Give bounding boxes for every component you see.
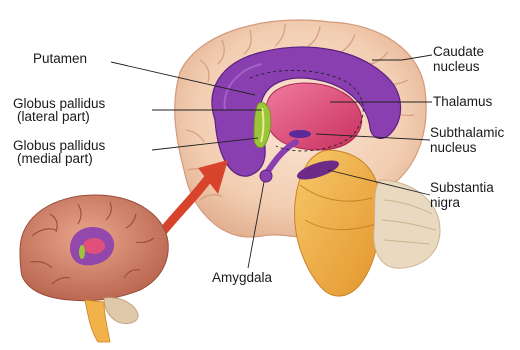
- label-amygdala: Amygdala: [212, 270, 273, 285]
- label-caudate: Caudate: [433, 44, 484, 59]
- label-subthalamic: Subthalamic: [430, 125, 505, 140]
- label-putamen: Putamen: [33, 51, 87, 66]
- label-thalamus: Thalamus: [433, 94, 493, 109]
- label-substantia-nigra: nigra: [430, 195, 461, 210]
- label-substantia: Substantia: [430, 180, 494, 195]
- small-brain: [20, 195, 168, 342]
- label-caudate-nucleus: nucleus: [433, 59, 480, 74]
- amygdala: [260, 170, 272, 182]
- label-globus-pallidus-lateral-part: (lateral part): [17, 109, 90, 124]
- label-globus-pallidus-medial-part: (medial part): [17, 151, 93, 166]
- label-subthalamic-nucleus: nucleus: [430, 140, 477, 155]
- subthalamic-nucleus: [289, 130, 311, 138]
